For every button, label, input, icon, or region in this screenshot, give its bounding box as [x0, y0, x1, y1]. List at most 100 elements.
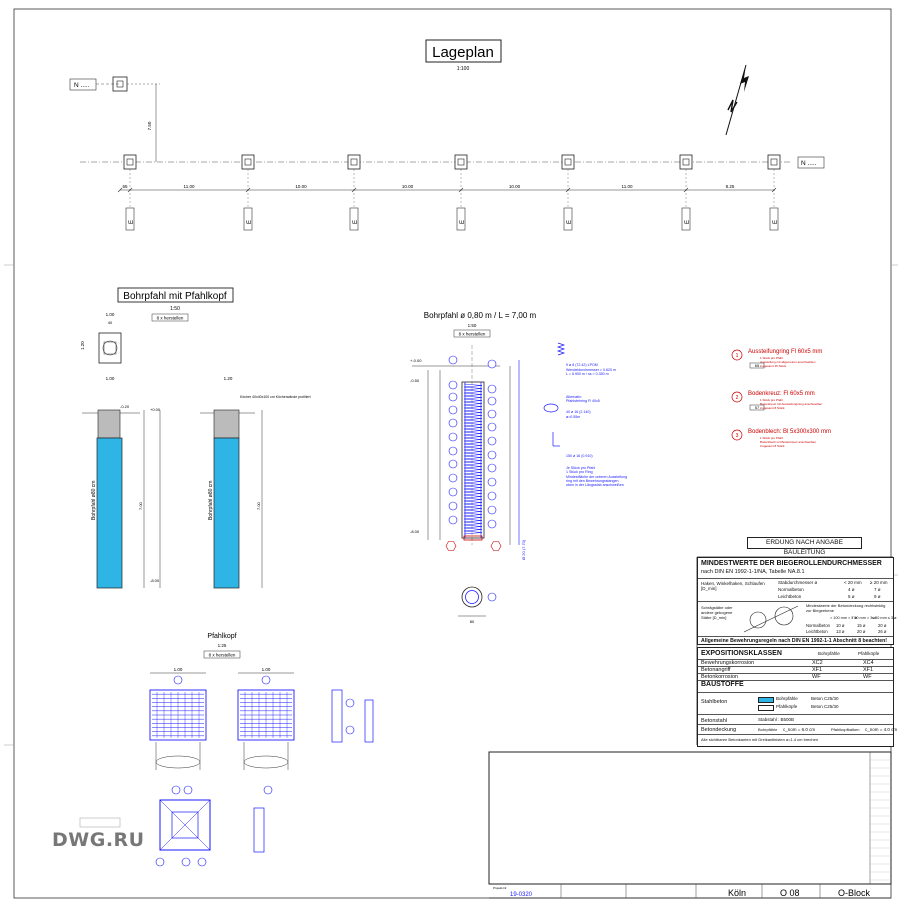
dim-text: -8.00 [150, 578, 160, 583]
dwg-logo: DWG.RU [52, 829, 145, 851]
north-label-box [69, 78, 97, 91]
rebar-note: oben in der Längsstab anschweißen [566, 483, 624, 487]
rebar-note: 9 ø 8 (72.42) LPOM [566, 363, 598, 367]
rebar-note: ø=0.55m [566, 415, 580, 419]
table-cell: Leichtbeton [806, 629, 828, 634]
red-item-title: Bodenblech: Bl 5x300x300 mm [748, 429, 831, 435]
rebar-spiral [463, 382, 483, 538]
rebar-position-bubbles [445, 355, 502, 551]
pile-shaft-right [213, 437, 240, 589]
table-cell: Haken, Winkelhaken, Schlaufen [D_min] [701, 581, 765, 591]
pile-head-left [97, 409, 121, 439]
table-subheading: nach DIN EN 1992-1-1/NA, Tabelle NA.8.1 [701, 569, 805, 575]
position-bubble [487, 450, 497, 460]
table-cell: 13 ø [836, 629, 845, 634]
rebar-note: 40 ø 16 (2.140) [566, 410, 591, 414]
position-bubble [487, 409, 497, 419]
rebar-note: 1 Stück pro Ring [566, 470, 593, 474]
svg-text:insgesamt 16 Stück: insgesamt 16 Stück [760, 364, 787, 368]
rebar-note: Mindestfläche der unteren Aussteifung [566, 475, 627, 479]
anchor-note: Köcher 40x40x100 cm Köcherwände profilie… [240, 395, 311, 399]
position-bubble [181, 857, 191, 867]
dim-text: +0.00 [150, 407, 161, 412]
position-bubble [345, 698, 355, 708]
position-bubble [487, 422, 497, 432]
pfahlkopf-note: 8 x herstellen [209, 653, 236, 658]
table-cell: 9 ø [874, 594, 881, 599]
stadt: Köln [728, 888, 746, 898]
level-text: +-0.00 [410, 358, 422, 363]
table-cell: c_nom = 6.0 cm [783, 727, 816, 732]
table-cell: Normalbeton [778, 587, 804, 592]
table-cell: Pfahlkopfbalken [831, 727, 860, 732]
table-heading: EXPOSITIONSKLASSEN [701, 650, 782, 657]
position-bubble [487, 359, 497, 369]
position-bubble [487, 491, 497, 501]
north-label-right: N ..... [801, 160, 817, 167]
table-heading: BAUSTOFFE [701, 681, 744, 688]
legend-swatch-head [758, 705, 774, 711]
pile-label-left: Bohrpfahl ø80 cm [91, 481, 97, 520]
earthing-marker [243, 207, 253, 231]
table-heading: MINDESTWERTE DER BIEGEROLLENDURCHMESSER [701, 560, 882, 567]
dim-text: 1.20 [224, 376, 233, 381]
bend-diagram-icon [743, 605, 799, 633]
svg-text:E: E [685, 220, 691, 224]
rebar-note: Alternativ: [566, 395, 582, 399]
table-cell: 10 ø [836, 623, 845, 628]
table-cell: Leichtbeton [778, 594, 802, 599]
svg-text:65: 65 [755, 363, 760, 368]
table-cell: 7 ø [874, 587, 881, 592]
pile-head-plan [98, 332, 122, 364]
position-bubble [183, 785, 193, 795]
pile-marker: E [767, 154, 781, 231]
table-cell: XF1 [863, 667, 874, 673]
earthing-marker [456, 207, 466, 231]
spacing-dim-label: 11.00 [184, 184, 195, 189]
table-cell: Normalbeton [806, 623, 830, 628]
svg-text:Bodenkreuz mit Aussteifungsrin: Bodenkreuz mit Aussteifungsring anschwei… [760, 402, 823, 406]
svg-text:Bodenblech mit Bodenkreuz ansc: Bodenblech mit Bodenkreuz anschweißen [760, 440, 816, 444]
table-cell: 20 ø [878, 623, 887, 628]
table-cell: > 100 mm > 7 ø [830, 616, 857, 620]
spacing-dim-label: 10.00 [402, 184, 414, 189]
dim-text: -0.20 [120, 404, 130, 409]
position-bubble [171, 785, 181, 795]
position-bubble [448, 405, 458, 415]
lageplan-offset-dim: 7.50 [147, 121, 152, 130]
red-item-title: Bodenkreuz: Fl 60x5 mm [748, 391, 815, 397]
title-block-frame [488, 751, 892, 885]
pile-cross-section [461, 586, 483, 608]
table-cell: c_nom = 4.0 cm [865, 727, 898, 732]
table-cell: XC2 [812, 660, 823, 666]
projekt-number: 19-0320 [510, 892, 533, 898]
position-bubble [155, 857, 165, 867]
position-bubble [487, 477, 497, 487]
red-item-title: Aussteifungring Fl 60x5 mm [748, 349, 822, 355]
table-cell: Betonstahl [701, 718, 727, 724]
position-bubble [448, 487, 458, 497]
position-bubble [345, 725, 355, 735]
spacing-dim-label: 11.00 [622, 184, 633, 189]
svg-text:1 Stück pro Pfahl: 1 Stück pro Pfahl [760, 398, 783, 402]
position-bubble [263, 785, 273, 795]
table-cell: 26 ø [878, 629, 887, 634]
dim-text: 7.00 [138, 501, 143, 510]
svg-text:1.00: 1.00 [174, 667, 183, 672]
table-cell: 5 ø [848, 594, 855, 599]
position-bubble [487, 396, 497, 406]
svg-text:2: 2 [736, 395, 739, 401]
table-cell: 4 ø [848, 587, 855, 592]
pile-section-note: 8 x herstellen [157, 316, 184, 321]
position-bubble [487, 384, 497, 394]
position-bubble [448, 501, 458, 511]
table-cell: 15 ø [857, 623, 866, 628]
earthing-marker [769, 207, 779, 231]
pile-marker: E [679, 154, 693, 231]
position-bubble [448, 355, 458, 365]
table-cell: XC4 [863, 660, 874, 666]
